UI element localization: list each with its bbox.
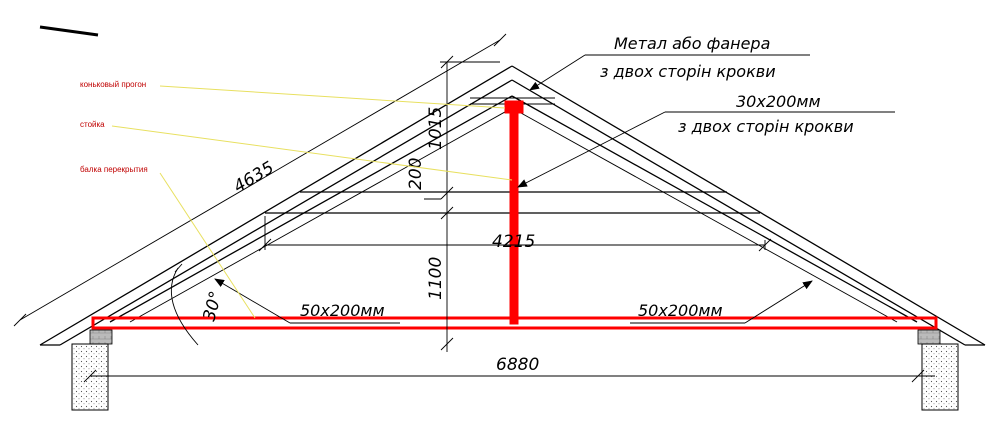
dim-collar-span-label: 4215 <box>492 232 535 252</box>
label-post: стойка <box>80 120 513 181</box>
right-support <box>917 329 959 411</box>
red-post <box>504 100 524 325</box>
dim-rafter-length-label: 4635 <box>230 158 277 197</box>
dim-vertical: 1015 200 1100 <box>406 55 500 352</box>
note-right-beam: 50x200мм <box>630 280 813 324</box>
label-floor-beam: балка перекрытия <box>80 165 256 319</box>
left-support <box>71 329 113 411</box>
svg-text:коньковый прогон: коньковый прогон <box>80 80 146 89</box>
svg-text:стойка: стойка <box>80 120 105 129</box>
dim-collar-span: 4215 <box>258 216 772 252</box>
svg-text:балка перекрытия: балка перекрытия <box>80 165 148 174</box>
note-board: 30x200мм з двох сторін крокви <box>517 92 895 188</box>
dim-post-height-label: 1100 <box>426 257 446 300</box>
svg-text:30x200мм: 30x200мм <box>736 92 821 111</box>
dim-total-span: 6880 <box>83 355 935 383</box>
dim-angle: 30° <box>170 263 227 346</box>
note-metal: Метал або фанера з двох сторін крокви <box>529 34 810 91</box>
svg-text:Метал або фанера: Метал або фанера <box>614 34 770 53</box>
svg-text:з двох сторін крокви: з двох сторін крокви <box>600 62 776 81</box>
dim-total-span-label: 6880 <box>496 355 539 375</box>
dim-top-height-label: 1015 <box>426 107 446 150</box>
struts <box>109 95 918 323</box>
svg-text:з двох сторін крокви: з двох сторін крокви <box>678 117 854 136</box>
stray-mark <box>39 25 99 37</box>
note-left-beam: 50x200мм <box>214 278 400 324</box>
svg-text:50x200мм: 50x200мм <box>638 301 723 320</box>
svg-text:50x200мм: 50x200мм <box>300 301 385 320</box>
label-ridge-purlin: коньковый прогон <box>80 80 506 109</box>
dim-collar-label: 200 <box>406 158 426 190</box>
